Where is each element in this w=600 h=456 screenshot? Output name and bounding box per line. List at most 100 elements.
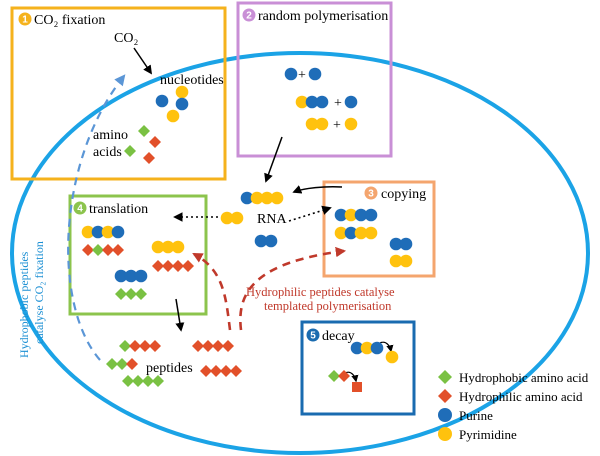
pyrimidine-icon (360, 341, 374, 355)
rna-to-copying-arrow (288, 205, 332, 222)
box-translation (68, 194, 208, 316)
hydrophobic-amino-acid-icon (132, 375, 144, 387)
hydrophilic-amino-acid-icon (202, 340, 214, 352)
legend-label: Hydrophobic amino acid (459, 370, 589, 385)
purine-icon (399, 237, 413, 251)
purine-icon (308, 67, 322, 81)
pyrimidine-icon (438, 427, 452, 441)
molecules-layer (81, 67, 413, 392)
legend-item: Pyrimidine (438, 427, 517, 442)
hydrophilic-amino-acid-icon (182, 260, 194, 272)
pyrimidine-icon (295, 95, 309, 109)
purine-icon (315, 95, 329, 109)
pyrimidine-icon (81, 225, 95, 239)
hydrophilic-amino-acid-icon (143, 152, 155, 164)
purine-icon (438, 408, 452, 422)
purine-icon (264, 234, 278, 248)
hydrophilic-amino-acid-icon (126, 358, 138, 370)
co2-label: CO₂ (114, 31, 138, 46)
pyrimidine-icon (399, 254, 413, 268)
svg-text:2: 2 (246, 11, 252, 22)
hydrophobic-amino-acid-icon (438, 370, 452, 384)
hydrophobic-amino-acid-icon (142, 375, 154, 387)
peptides-label: peptides (146, 361, 193, 376)
polymerisation-catalysis-label: Hydrophilic peptides catalyse (246, 285, 395, 299)
translation-catalysis-arrow (192, 252, 232, 331)
copying-catalysis-arrow (239, 246, 347, 331)
amino-label: amino (93, 128, 128, 143)
svg-text:CO₂ fixation: CO₂ fixation (34, 13, 105, 28)
legend-label: Purine (459, 408, 493, 423)
hydrophilic-amino-acid-icon (139, 340, 151, 352)
legend-label: Pyrimidine (459, 427, 517, 442)
nucleotides-label: nucleotides (160, 73, 224, 88)
purine-icon (344, 226, 358, 240)
purine-icon (91, 225, 105, 239)
svg-text:5: 5 (310, 331, 316, 342)
pyrimidine-icon (344, 117, 358, 131)
purine-icon (334, 208, 348, 222)
pyrimidine-icon (260, 191, 274, 205)
hydrophilic-amino-acid-icon (129, 340, 141, 352)
rna-label: RNA (257, 212, 287, 227)
pyrimidine-icon (171, 240, 185, 254)
hydrophilic-amino-acid-icon (212, 340, 224, 352)
decay-nucleotide-arrow (379, 341, 394, 353)
co2-to-nucleotides-arrow (133, 47, 153, 75)
pyrimidine-icon (344, 208, 358, 222)
copying-return-arrow (292, 185, 343, 194)
purine-icon (124, 269, 138, 283)
hydrophilic-amino-acid-icon (82, 244, 94, 256)
co2-catalysis-label: catalyse CO₂ fixation (32, 241, 46, 344)
hydrophobic-amino-acid-icon (119, 340, 131, 352)
hydrophilic-amino-acid-icon (222, 340, 234, 352)
hydrophilic-amino-acid-icon (220, 365, 232, 377)
title-decay: 5 decay (306, 328, 355, 344)
box-decay (300, 320, 416, 416)
hydrophilic-amino-acid-icon (338, 370, 350, 382)
purine-icon (134, 269, 148, 283)
hydrophobic-amino-acid-icon (116, 358, 128, 370)
hydrophilic-amino-acid-icon (149, 136, 161, 148)
pyrimidine-icon (101, 225, 115, 239)
svg-text:translation: translation (89, 202, 148, 217)
plus-sign: + (334, 96, 342, 111)
legend-item: Purine (438, 408, 493, 423)
co2-catalysis-label: Hydrophobic peptides (17, 251, 31, 358)
svg-text:1: 1 (22, 15, 28, 26)
hydrophilic-amino-acid-icon (438, 389, 452, 403)
acids-label: acids (93, 145, 122, 160)
cell-boundary (10, 51, 590, 455)
hydrophobic-amino-acid-icon (328, 370, 340, 382)
pyrimidine-icon (151, 240, 165, 254)
purine-icon (344, 95, 358, 109)
hydrophobic-amino-acid-icon (135, 288, 147, 300)
hydrophobic-amino-acid-icon (106, 358, 118, 370)
hydrophilic-amino-acid-icon (200, 365, 212, 377)
purine-icon (111, 225, 125, 239)
purine-icon (389, 237, 403, 251)
pyrimidine-icon (305, 117, 319, 131)
hydrophobic-amino-acid-icon (122, 375, 134, 387)
pyrimidine-icon (175, 85, 189, 99)
purine-icon (175, 97, 189, 111)
hydrophobic-amino-acid-icon (124, 145, 136, 157)
polymerisation-to-rna-arrow (264, 136, 283, 183)
hydrophilic-amino-acid-icon (172, 260, 184, 272)
purine-icon (254, 234, 268, 248)
purine-icon (370, 341, 384, 355)
pyrimidine-icon (354, 226, 368, 240)
box-copying (322, 180, 436, 278)
translation-to-peptides-arrow (175, 298, 185, 332)
pyrimidine-icon (385, 350, 399, 364)
purine-icon (284, 67, 298, 81)
hydrophilic-amino-acid-icon (210, 365, 222, 377)
svg-text:copying: copying (381, 187, 426, 202)
purine-icon (350, 341, 364, 355)
hydrophilic-amino-acid-icon (102, 244, 114, 256)
purine-icon (155, 94, 169, 108)
pyrimidine-icon (270, 191, 284, 205)
svg-text:random polymerisation: random polymerisation (258, 9, 388, 24)
